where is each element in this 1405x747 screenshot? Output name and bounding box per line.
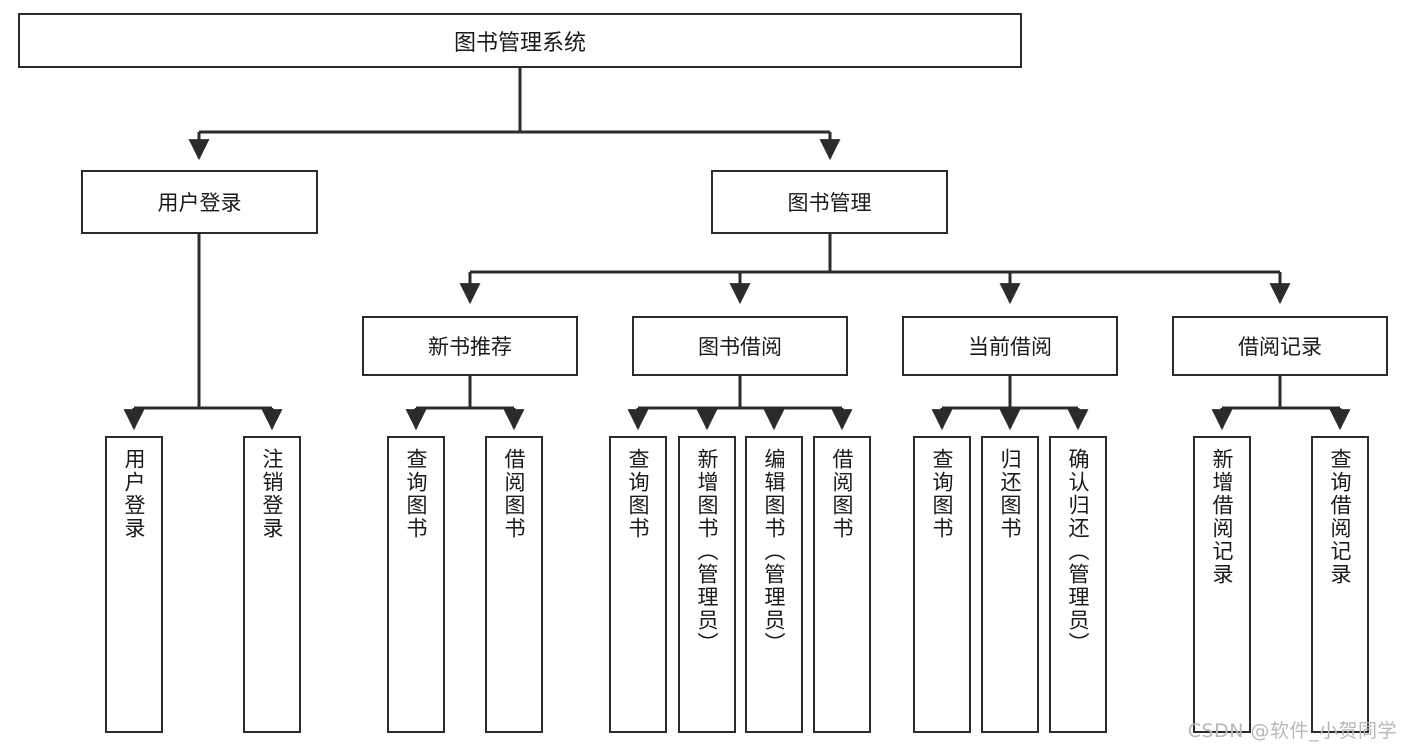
leaf-node-confirm-return-admin[interactable]: 确认归还（管理员） xyxy=(1049,436,1107,733)
node-label: 确认归还（管理员） xyxy=(1066,448,1091,655)
leaf-node-borrow-book-recommend[interactable]: 借阅图书 xyxy=(485,436,543,733)
node-label: 借阅图书 xyxy=(502,448,527,540)
node-label: 用户登录 xyxy=(122,448,147,540)
leaf-node-borrow-book[interactable]: 借阅图书 xyxy=(813,436,871,733)
leaf-node-logout[interactable]: 注销登录 xyxy=(243,436,301,733)
node-book-management[interactable]: 图书管理 xyxy=(711,170,948,234)
leaf-node-query-book-current[interactable]: 查询图书 xyxy=(913,436,971,733)
node-label: 新增图书（管理员） xyxy=(695,448,720,655)
node-root-book-management-system[interactable]: 图书管理系统 xyxy=(18,13,1022,68)
node-book-borrow[interactable]: 图书借阅 xyxy=(632,316,848,376)
csdn-watermark: CSDN @软件_小贺同学 xyxy=(1187,720,1397,742)
node-label: 归还图书 xyxy=(998,448,1023,540)
node-label: 图书管理 xyxy=(787,191,872,215)
node-label: 借阅记录 xyxy=(1238,335,1322,359)
leaf-node-query-book-borrow[interactable]: 查询图书 xyxy=(609,436,667,733)
node-borrow-records[interactable]: 借阅记录 xyxy=(1172,316,1388,376)
node-label: 查询借阅记录 xyxy=(1328,448,1353,586)
node-label: 查询图书 xyxy=(404,448,429,540)
leaf-node-add-book-admin[interactable]: 新增图书（管理员） xyxy=(678,436,736,733)
leaf-node-add-borrow-record[interactable]: 新增借阅记录 xyxy=(1193,436,1251,733)
node-user-login[interactable]: 用户登录 xyxy=(81,170,318,234)
node-new-book-recommend[interactable]: 新书推荐 xyxy=(362,316,578,376)
leaf-node-edit-book-admin[interactable]: 编辑图书（管理员） xyxy=(745,436,803,733)
node-label: 注销登录 xyxy=(260,448,285,540)
node-label: 查询图书 xyxy=(626,448,651,540)
node-current-borrow[interactable]: 当前借阅 xyxy=(902,316,1118,376)
leaf-node-query-borrow-record[interactable]: 查询借阅记录 xyxy=(1311,436,1369,733)
leaf-node-query-book-recommend[interactable]: 查询图书 xyxy=(387,436,445,733)
node-label: 新书推荐 xyxy=(428,335,512,359)
leaf-node-user-login[interactable]: 用户登录 xyxy=(105,436,163,733)
node-label: 新增借阅记录 xyxy=(1210,448,1235,586)
node-label: 编辑图书（管理员） xyxy=(762,448,787,655)
node-label: 图书管理系统 xyxy=(453,30,586,56)
node-label: 当前借阅 xyxy=(968,335,1052,359)
node-label: 图书借阅 xyxy=(698,335,782,359)
node-label: 用户登录 xyxy=(157,191,242,215)
node-label: 借阅图书 xyxy=(830,448,855,540)
leaf-node-return-book[interactable]: 归还图书 xyxy=(981,436,1039,733)
node-label: 查询图书 xyxy=(930,448,955,540)
